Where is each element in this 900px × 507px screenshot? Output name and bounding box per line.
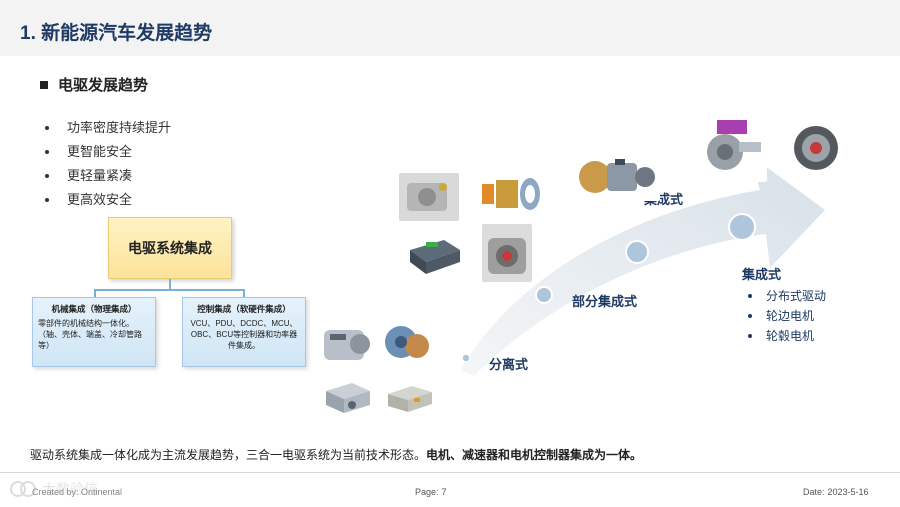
trend-item: 更轻量紧凑 — [45, 164, 171, 188]
trend-text: 更高效安全 — [67, 192, 133, 207]
square-bullet-icon — [40, 80, 48, 89]
wheel-side-motor-image — [695, 112, 767, 182]
inverter-image — [384, 380, 436, 416]
footer-divider — [0, 472, 900, 473]
control-integration-box: 控制集成（软硬件集成） VCU、PDU、DCDC、MCU、OBC、BCU等控制器… — [182, 297, 306, 367]
page-title: 1. 新能源汽车发展趋势 — [20, 23, 213, 44]
stage-label-separate: 分离式 — [489, 357, 529, 372]
integrated-type-item: 分布式驱动 — [748, 286, 826, 306]
mechanical-title: 机械集成（物理集成） — [51, 304, 137, 314]
bullet-dot-icon — [748, 294, 752, 298]
svg-text:大数验信: 大数验信 — [42, 482, 98, 498]
summary-bold: 电机、减速器和电机控制器集成为一体。 — [426, 448, 643, 462]
stage-label-partial: 部分集成式 — [572, 294, 638, 309]
footer-page-label: Page: — [415, 487, 439, 497]
integrated-type-item: 轮边电机 — [748, 306, 826, 326]
trend-item: 功率密度持续提升 — [45, 116, 171, 140]
footer-page-number: 7 — [441, 487, 447, 497]
integration-root-box: 电驱系统集成 — [108, 217, 232, 279]
controller-image — [404, 232, 464, 280]
summary-text: 驱动系统集成一体化成为主流发展趋势，三合一电驱系统为当前技术形态。电机、减速器和… — [30, 446, 642, 463]
integrated-drive-image — [575, 151, 660, 201]
watermark-logo-icon: 大数验信 — [10, 481, 98, 498]
stage-label-integrated: 集成式 — [742, 267, 782, 282]
tree-connector — [169, 279, 171, 289]
bullet-dot-icon — [748, 334, 752, 338]
title-bar — [0, 0, 900, 56]
partial-gearbox-image — [381, 318, 435, 368]
footer-date-label: Date: — [803, 487, 825, 497]
bullet-dot-icon — [45, 150, 49, 154]
integrated-type-text: 分布式驱动 — [766, 289, 827, 303]
trend-text: 更轻量紧凑 — [67, 168, 133, 183]
partial-motor-image-1 — [318, 320, 374, 368]
wheel-hub-image — [790, 122, 842, 174]
integrated-type-text: 轮边电机 — [766, 309, 815, 323]
bullet-dot-icon — [45, 126, 49, 130]
summary-normal: 驱动系统集成一体化成为主流发展趋势，三合一电驱系统为当前技术形态。 — [30, 448, 427, 462]
mechanical-integration-box: 机械集成（物理集成） 零部件的机械结构一体化。（轴、壳体、端盖、冷却管路等） — [32, 297, 156, 367]
control-title: 控制集成（软硬件集成） — [197, 304, 291, 314]
tree-connector — [243, 289, 245, 297]
integrated-type-text: 轮毂电机 — [766, 329, 815, 343]
motor-housing-image — [399, 173, 459, 221]
footer-date-value: 2023-5-16 — [827, 487, 869, 497]
bullet-dot-icon — [45, 198, 49, 202]
trend-text: 更智能安全 — [67, 144, 133, 159]
integrated-types-list: 分布式驱动 轮边电机 轮毂电机 — [748, 286, 826, 346]
control-desc: VCU、PDU、DCDC、MCU、OBC、BCU等控制器和功率器件集成。 — [190, 319, 298, 350]
bullet-dot-icon — [45, 174, 49, 178]
partial-motor-image-2 — [322, 377, 374, 417]
tree-connector — [94, 289, 244, 291]
section-heading: 电驱发展趋势 — [40, 74, 148, 95]
rotor-image — [476, 172, 542, 216]
footer-page: Page:7 — [412, 487, 447, 497]
evolution-arrow — [460, 155, 825, 376]
footer-created-by: Created by: Ontinental — [32, 487, 123, 497]
bullet-dot-icon — [748, 314, 752, 318]
integrated-type-item: 轮毂电机 — [748, 326, 826, 346]
trend-item: 更高效安全 — [45, 188, 171, 212]
mechanical-desc: 零部件的机械结构一体化。（轴、壳体、端盖、冷却管路等） — [38, 319, 142, 350]
trend-list: 功率密度持续提升 更智能安全 更轻量紧凑 更高效安全 — [45, 116, 171, 212]
section-heading-text: 电驱发展趋势 — [58, 77, 149, 94]
trend-text: 功率密度持续提升 — [67, 120, 172, 135]
trend-item: 更智能安全 — [45, 140, 171, 164]
motor-gear-image — [482, 224, 532, 282]
tree-connector — [94, 289, 96, 297]
footer-date: Date:2023-5-16 — [800, 487, 869, 497]
